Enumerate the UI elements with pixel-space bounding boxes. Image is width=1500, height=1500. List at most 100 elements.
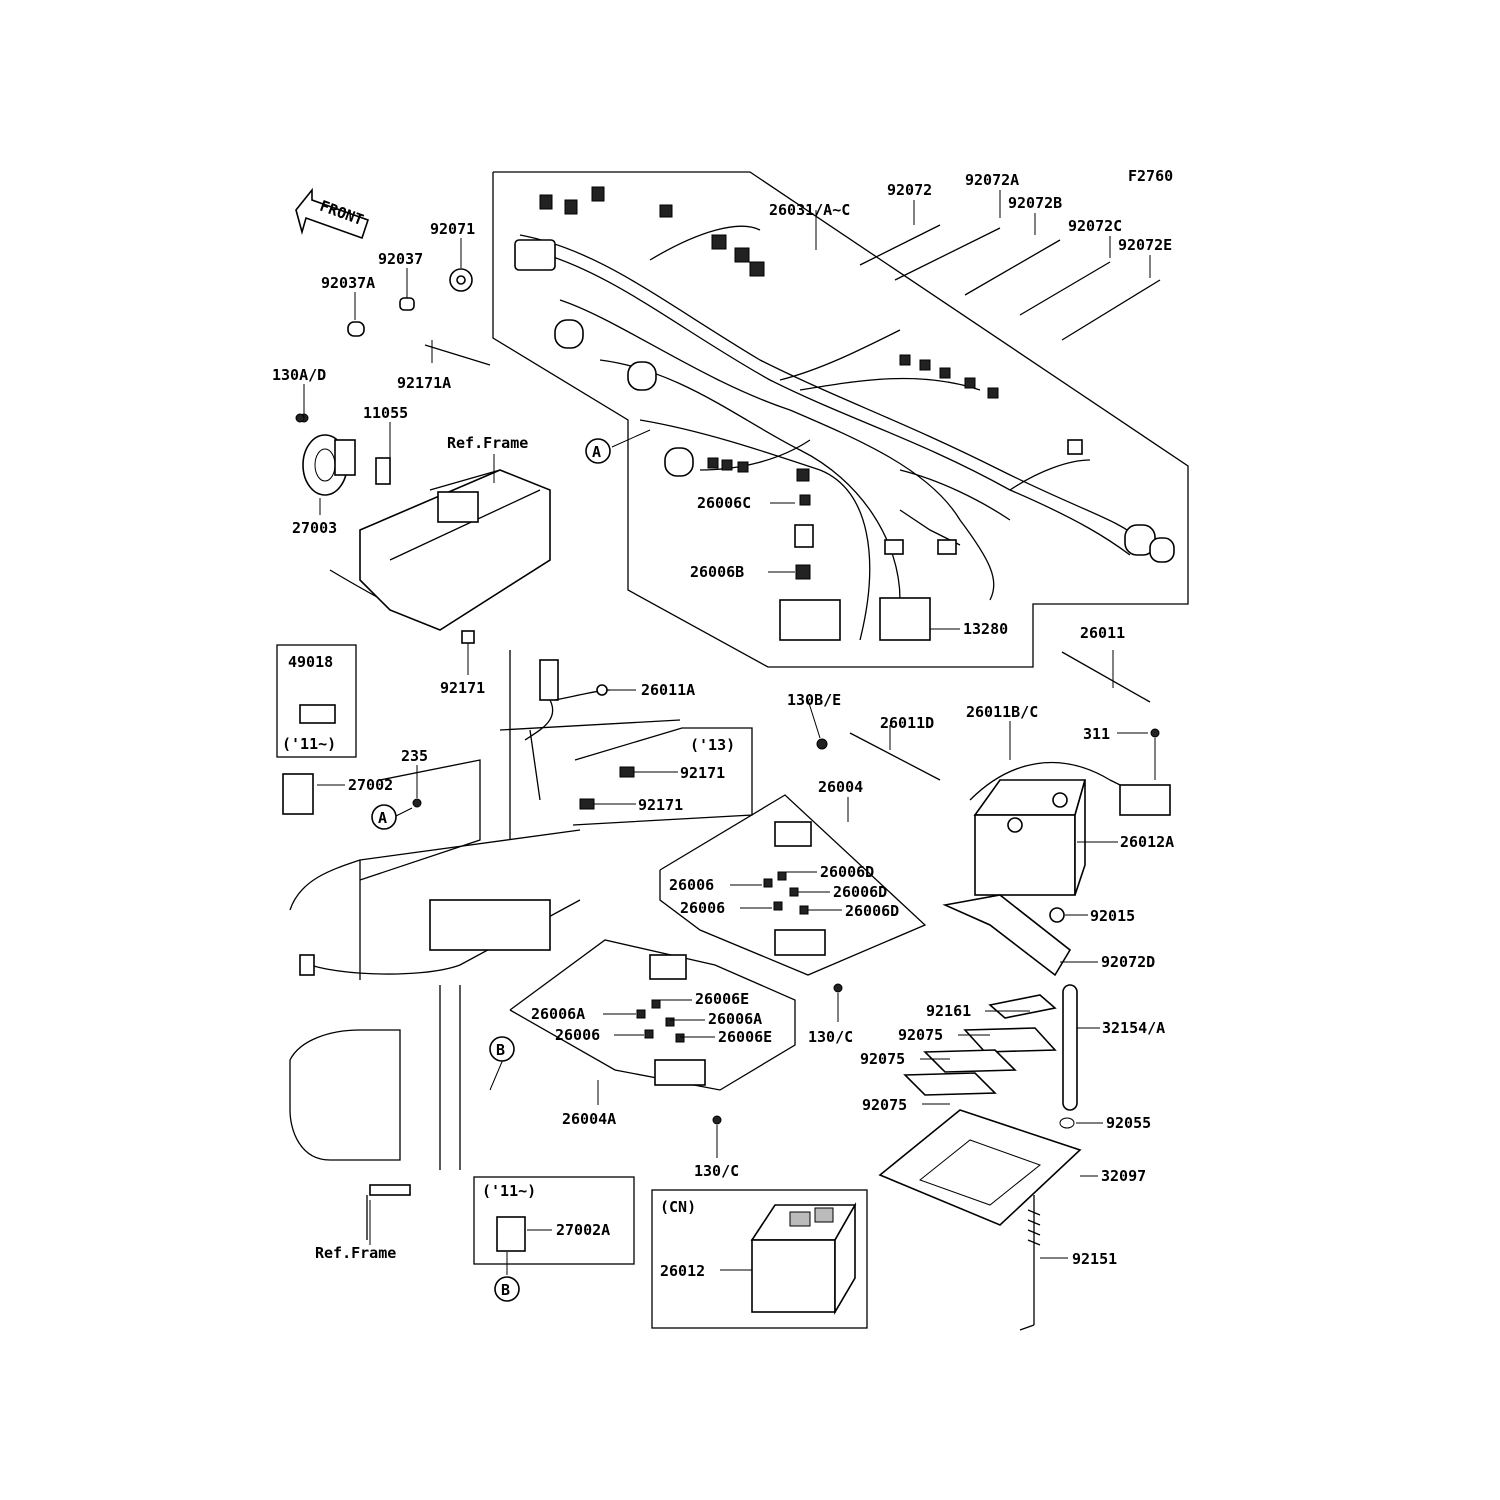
part-label: 26011	[1080, 624, 1125, 642]
part-label: 32154/A	[1102, 1019, 1165, 1037]
callout-b-upper-text: B	[496, 1041, 505, 1059]
part-label: 26006	[680, 899, 725, 917]
part-label: 26006A	[531, 1005, 585, 1023]
part-label: 26006A	[708, 1010, 762, 1028]
part-label: 26004	[818, 778, 863, 796]
cable-ties	[859, 224, 1161, 341]
battery-26012a-icon	[973, 779, 1087, 896]
note-cn: (CN)	[660, 1198, 696, 1216]
part-label: 130A/D	[272, 366, 326, 384]
part-label: 26006	[669, 876, 714, 894]
year-13-bracket	[572, 727, 753, 826]
part-label: 26006	[555, 1026, 600, 1044]
part-label: 26011B/C	[966, 703, 1038, 721]
relay-49018-icon	[299, 704, 336, 724]
part-label: 26006D	[845, 902, 899, 920]
bolt-130be-icon	[816, 738, 828, 750]
part-label: 92171	[440, 679, 485, 697]
part-label: 26006E	[718, 1028, 772, 1046]
part-label: 235	[401, 747, 428, 765]
part-label: 92171	[680, 764, 725, 782]
part-label: 26006C	[697, 494, 751, 512]
part-label: 26006D	[833, 883, 887, 901]
box-cn-battery	[651, 1189, 868, 1329]
part-label: 130B/E	[787, 691, 841, 709]
part-label: 92037	[378, 250, 423, 268]
part-labels: 26031/A~C 92072 92072A 92072B 92072C 920…	[272, 171, 1174, 1280]
part-label: 13280	[963, 620, 1008, 638]
part-label: 26012	[660, 1262, 705, 1280]
lower-frame	[289, 719, 681, 1240]
part-label: 92055	[1106, 1114, 1151, 1132]
part-label: 92075	[862, 1096, 907, 1114]
part-label: 26012A	[1120, 833, 1174, 851]
part-label: 26031/A~C	[769, 201, 850, 219]
part-label: 26006D	[820, 863, 874, 881]
part-label: 130/C	[694, 1162, 739, 1180]
relay-27002a-icon	[496, 1216, 526, 1252]
sub-harness-26011a	[509, 650, 611, 840]
part-label: 26011A	[641, 681, 695, 699]
part-label: 26006B	[690, 563, 744, 581]
fuse-box-upper	[763, 821, 826, 956]
bolt-235-icon	[412, 798, 422, 808]
nut-311-icon	[1150, 728, 1160, 738]
relay-92171-b	[579, 798, 595, 810]
fuse-box-group-b-outline	[509, 939, 796, 1091]
terminal-311	[1119, 784, 1171, 816]
bolt-130ad-icon	[295, 413, 305, 423]
part-label: 92072B	[1008, 194, 1062, 212]
wiring-harness	[514, 186, 1175, 641]
bolt-130c-b-icon	[712, 1115, 722, 1125]
battery-tray-parts	[878, 894, 1082, 1331]
part-label: 130/C	[808, 1028, 853, 1046]
part-label: 92171A	[397, 374, 451, 392]
cable-26011d	[849, 732, 941, 781]
callout-circle-b-upper	[489, 1036, 515, 1062]
part-label: 49018	[288, 653, 333, 671]
part-label: 27003	[292, 519, 337, 537]
callout-circle-a-lower	[371, 804, 397, 830]
leader-lines	[303, 190, 1156, 1275]
callout-circle-b-lower	[494, 1276, 520, 1302]
part-label: 11055	[363, 404, 408, 422]
part-label: 32097	[1101, 1167, 1146, 1185]
fuse-box-group-outline	[659, 794, 927, 976]
note-year-11-b: ('11~)	[482, 1182, 536, 1200]
figure-code: F2760	[1128, 167, 1173, 185]
part-label: 26006E	[695, 990, 749, 1008]
part-label: 92075	[898, 1026, 943, 1044]
callout-circle-a-upper	[585, 438, 611, 464]
part-label: 92071	[430, 220, 475, 238]
part-label: 92015	[1090, 907, 1135, 925]
callout-a-lower-text: A	[378, 809, 387, 827]
left-upper-parts	[299, 268, 491, 496]
callout-b-lower-text: B	[501, 1281, 510, 1299]
callout-a-upper-text: A	[592, 443, 601, 461]
ref-frame-label-upper: Ref.Frame	[447, 434, 528, 452]
part-label: 92072E	[1118, 236, 1172, 254]
front-arrow-icon: FRONT	[295, 187, 370, 240]
battery-26012-icon	[750, 1201, 857, 1315]
part-label: 26004A	[562, 1110, 616, 1128]
note-year-13: ('13)	[690, 736, 735, 754]
part-label: 92161	[926, 1002, 971, 1020]
harness-group-outline	[492, 171, 1189, 668]
part-label: 92151	[1072, 1250, 1117, 1268]
fuse-box-lower	[636, 954, 706, 1086]
part-label: 92075	[860, 1050, 905, 1068]
part-label: 27002	[348, 776, 393, 794]
box-49018	[276, 644, 357, 758]
relay-27002-icon	[282, 773, 314, 815]
part-label: 92171	[638, 796, 683, 814]
part-label: 92072	[887, 181, 932, 199]
part-label: 311	[1083, 725, 1110, 743]
relay-92171-a	[619, 766, 635, 778]
part-label: 92072D	[1101, 953, 1155, 971]
bolt-130c-a-icon	[833, 983, 843, 993]
part-label: 92072C	[1068, 217, 1122, 235]
ref-frame-label-lower: Ref.Frame	[315, 1244, 396, 1262]
note-year-11-a: ('11~)	[282, 735, 336, 753]
upper-ref-frame	[329, 469, 551, 644]
